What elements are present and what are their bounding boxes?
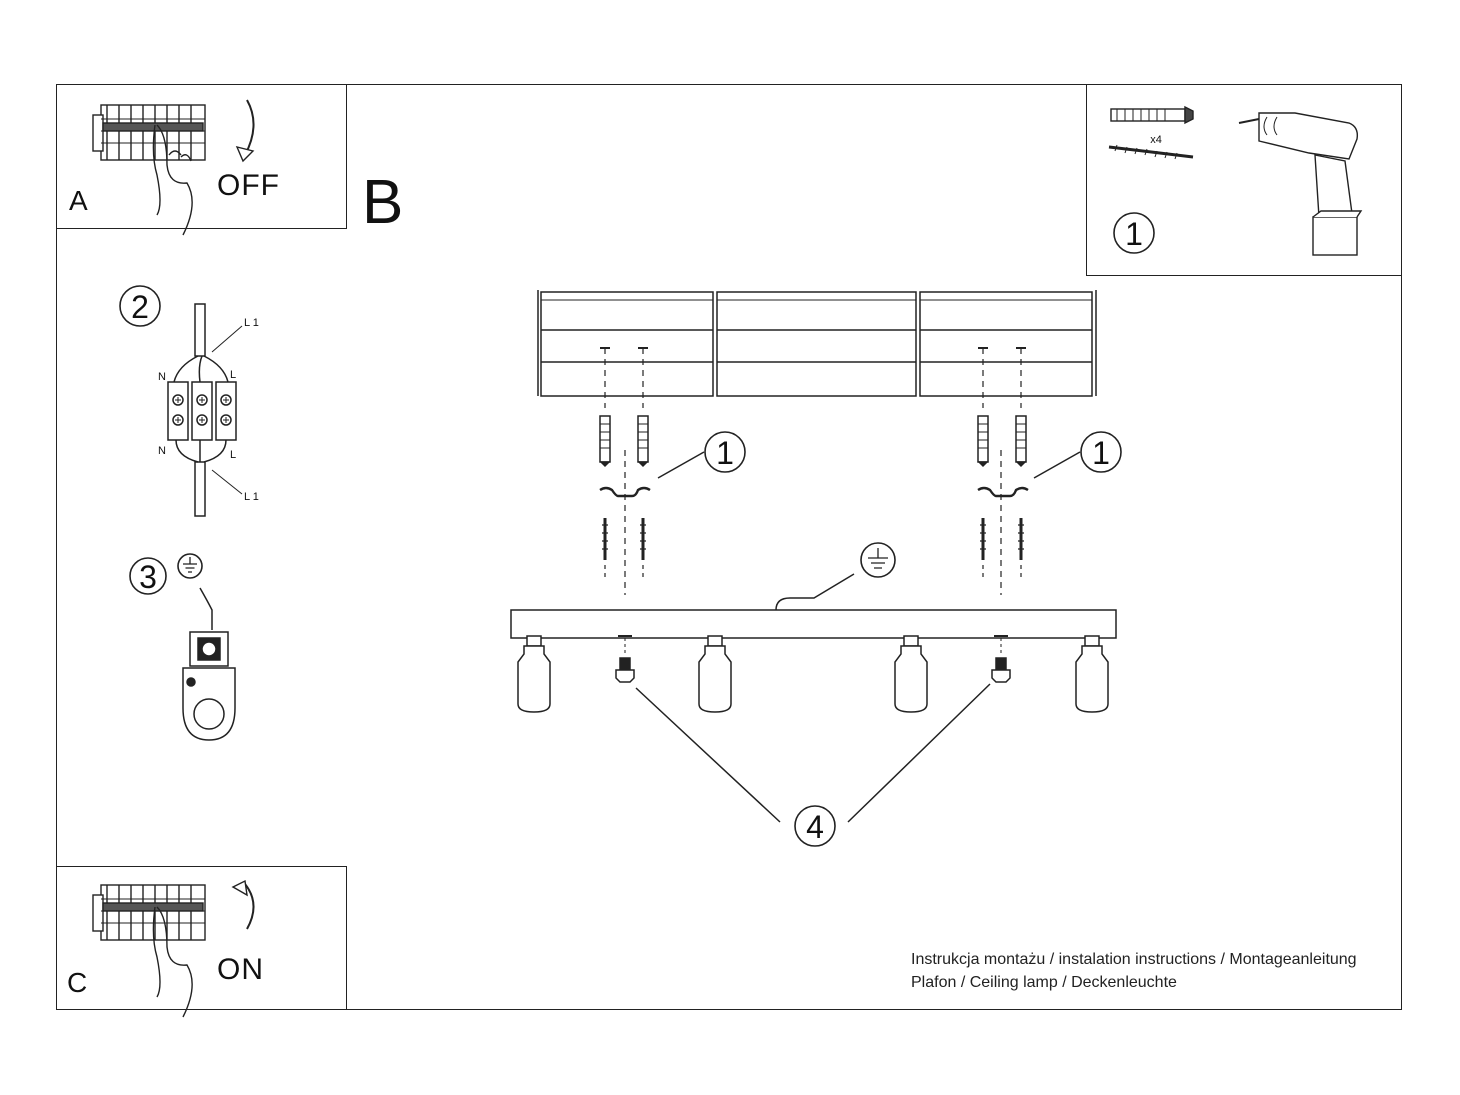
fuse-box-on-illustration (92, 879, 255, 1018)
wire-l1-bottom-label: L 1 (244, 491, 259, 503)
callout-4-badge (794, 805, 836, 847)
base-fixing-screw-right (991, 635, 1011, 683)
instruction-sheet-frame (56, 84, 1402, 1010)
wire-l1-top-label: L 1 (244, 317, 259, 329)
drill-icon (1238, 112, 1363, 256)
fuse-box-off-illustration (92, 99, 255, 236)
panel-b-letter: B (362, 168, 404, 237)
step-1-number: 1 (1125, 216, 1143, 252)
panel-c-power-on: C ON (56, 866, 347, 1018)
panel-a-letter: A (69, 185, 88, 216)
spot-4 (1075, 635, 1109, 713)
wall-plug-set-right (977, 415, 1027, 468)
tools-illustration: 1 x4 (1108, 105, 1363, 256)
on-label: ON (217, 953, 264, 986)
spot-2 (698, 635, 732, 713)
screw-icon (1108, 145, 1194, 159)
wire-n-bottom-label: N (158, 445, 166, 457)
panel-tools: 1 x4 (1086, 84, 1402, 276)
ground-symbol-small-badge (177, 553, 203, 579)
footer-title-line: Instrukcja montażu / instalation instruc… (911, 951, 1357, 968)
spot-3 (894, 635, 928, 713)
wire-l-top-label: L (230, 369, 236, 381)
wire-n-top-label: N (158, 371, 166, 383)
panel-c-letter: C (67, 967, 88, 998)
callout-1-left-number: 1 (716, 435, 734, 471)
base-fixing-screw-left (615, 635, 635, 683)
spot-1 (517, 635, 551, 713)
drill-hole-guides (604, 348, 1022, 595)
lamp-base-bar (510, 609, 1117, 639)
callout-1-right-badge (1080, 431, 1122, 473)
callout-1-left-badge (704, 431, 746, 473)
step-2-badge (119, 285, 161, 327)
mounting-screws (602, 518, 1024, 560)
panel-a-power-off: A OFF (56, 84, 347, 236)
mounting-bracket-right (977, 486, 1029, 498)
callout-4-number: 4 (806, 809, 824, 845)
mounting-bracket-left (599, 486, 651, 498)
step-3-number: 3 (139, 559, 157, 595)
wall-plug-set-left (599, 415, 649, 468)
step-2-number: 2 (131, 289, 149, 325)
step-3-badge (129, 557, 167, 595)
quantity-label: x4 (1150, 134, 1162, 146)
terminal-block-illustration (167, 303, 243, 517)
callout-1-right-number: 1 (1092, 435, 1110, 471)
footer-product-line: Plafon / Ceiling lamp / Deckenleuchte (911, 974, 1177, 991)
footer-caption: Instrukcja montażu / instalation instruc… (911, 948, 1357, 994)
step-1-badge (1113, 212, 1155, 254)
ground-icon (183, 548, 888, 573)
ground-terminal-illustration (182, 587, 236, 741)
ground-symbol-badge (860, 542, 896, 578)
ceiling-section (537, 290, 1097, 397)
off-label: OFF (217, 169, 280, 202)
wire-l-bottom-label: L (230, 449, 236, 461)
